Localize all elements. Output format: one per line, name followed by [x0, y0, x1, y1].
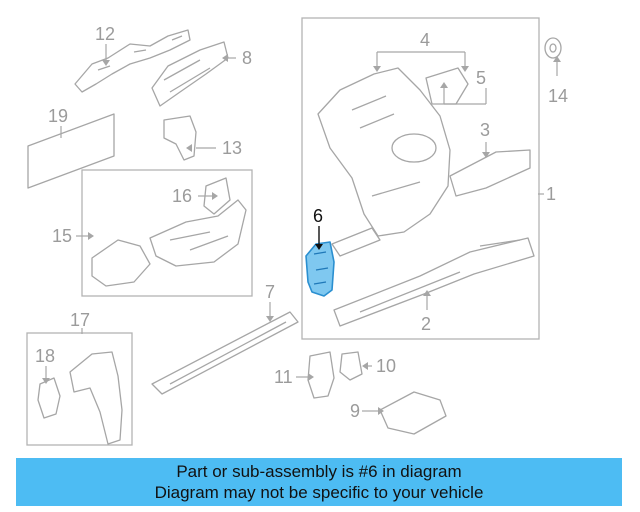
banner-line-1: Part or sub-assembly is #6 in diagram — [176, 462, 462, 481]
callout-17: 17 — [70, 310, 90, 330]
callout-5: 5 — [476, 68, 486, 88]
callout-10: 10 — [376, 356, 396, 376]
part-12-bracket — [74, 29, 191, 93]
callout-12: 12 — [95, 24, 115, 44]
part-14-plug — [544, 37, 562, 59]
callout-14: 14 — [548, 86, 568, 106]
callout-7: 7 — [265, 282, 275, 302]
group-box-1 — [301, 17, 540, 340]
callout-4: 4 — [420, 30, 430, 50]
callout-15: 15 — [52, 226, 72, 246]
leader-arrowheads — [42, 54, 561, 415]
callout-6: 6 — [313, 206, 323, 226]
part-15-assembly — [91, 177, 247, 287]
callout-labels: 12 8 19 13 14 16 15 4 5 3 1 6 2 7 11 10 … — [35, 24, 568, 421]
info-banner: Part or sub-assembly is #6 in diagram Di… — [16, 458, 622, 506]
callout-2: 2 — [421, 314, 431, 334]
callout-18: 18 — [35, 346, 55, 366]
part-8-apron — [151, 41, 229, 107]
group-box-17 — [26, 332, 133, 446]
part-6-highlighted — [305, 241, 335, 297]
callout-19: 19 — [48, 106, 68, 126]
callout-8: 8 — [242, 48, 252, 68]
callout-3: 3 — [480, 120, 490, 140]
banner-line-2: Diagram may not be specific to your vehi… — [154, 483, 484, 502]
callout-11: 11 — [274, 367, 293, 387]
callout-1: 1 — [546, 184, 556, 204]
callout-13: 13 — [222, 138, 242, 158]
part-10-bracket — [339, 351, 363, 381]
part-19-pad — [27, 113, 115, 189]
group-box-15 — [81, 169, 253, 297]
part-17-assembly — [37, 351, 123, 445]
part-9-floor-bracket — [379, 391, 447, 435]
part-7-sill — [151, 311, 299, 395]
leader-lines — [45, 44, 558, 412]
part-1-assembly — [317, 67, 535, 327]
part-11-bracket — [307, 351, 335, 399]
callout-9: 9 — [350, 401, 360, 421]
callout-16: 16 — [172, 186, 192, 206]
part-13-bracket — [163, 115, 197, 161]
